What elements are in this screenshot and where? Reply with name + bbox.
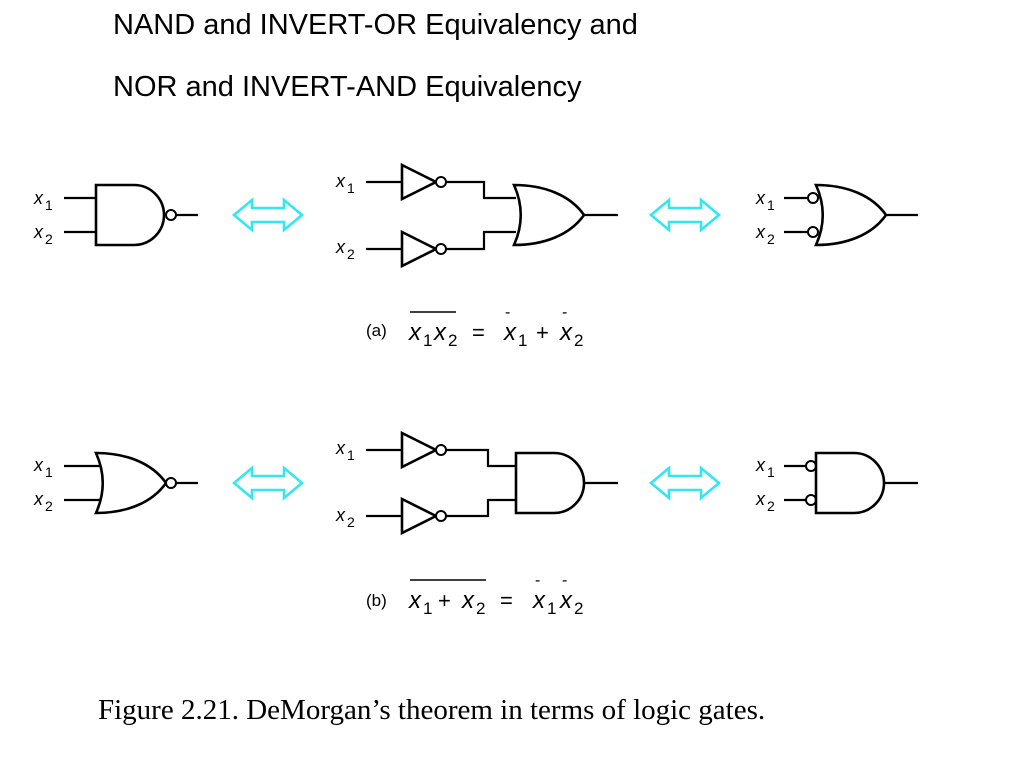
svg-text:x: x	[755, 489, 766, 509]
nand-input-label-2: x 2	[33, 222, 53, 247]
svg-text:x: x	[335, 171, 346, 191]
svg-text:x: x	[33, 222, 44, 242]
equation-a: (a) x 1 x 2 = - x 1 + - x 2	[366, 304, 583, 350]
svg-text:x: x	[33, 188, 44, 208]
svg-text:1: 1	[347, 180, 355, 196]
svg-text:=: =	[500, 588, 513, 613]
svg-text:2: 2	[574, 599, 583, 618]
svg-text:2: 2	[476, 599, 485, 618]
svg-text:x: x	[408, 587, 422, 614]
svg-text:2: 2	[347, 514, 355, 530]
svg-text:x: x	[559, 319, 573, 346]
svg-text:2: 2	[574, 331, 583, 350]
invert-or-input-label-1: x 1	[755, 188, 775, 213]
not-gate-icon	[366, 431, 516, 469]
equation-b: (b) x 1 + x 2 = - x 1 - x 2	[366, 572, 583, 618]
or-gate-icon	[512, 183, 618, 247]
invert-and-input-label-2: x 2	[755, 489, 775, 514]
svg-text:+: +	[438, 588, 451, 613]
double-arrow-icon	[232, 198, 304, 232]
double-arrow-icon	[232, 466, 304, 500]
svg-text:2: 2	[767, 231, 775, 247]
svg-text:1: 1	[423, 331, 432, 350]
svg-text:-: -	[562, 304, 567, 321]
inverter-input-label-2: x 2	[335, 505, 355, 530]
svg-text:2: 2	[45, 231, 53, 247]
svg-text:1: 1	[45, 197, 53, 213]
svg-text:1: 1	[767, 464, 775, 480]
double-arrow-icon	[649, 198, 721, 232]
nor-input-label-2: x 2	[33, 489, 53, 514]
svg-text:x: x	[503, 319, 517, 346]
title-line-2: NOR and INVERT-AND Equivalency	[113, 71, 582, 103]
svg-text:=: =	[472, 320, 485, 345]
svg-text:2: 2	[448, 331, 457, 350]
not-gate-icon	[366, 230, 516, 268]
svg-text:x: x	[532, 587, 546, 614]
inverter-input-label-2: x 2	[335, 237, 355, 262]
svg-text:x: x	[559, 587, 573, 614]
svg-text:x: x	[335, 237, 346, 257]
and-gate-icon	[514, 451, 618, 515]
svg-text:1: 1	[767, 197, 775, 213]
title-line-1: NAND and INVERT-OR Equivalency and	[113, 9, 638, 41]
invert-and-input-label-1: x 1	[755, 455, 775, 480]
inverter-input-label-1: x 1	[335, 171, 355, 196]
svg-text:(b): (b)	[366, 591, 387, 610]
svg-text:-: -	[562, 572, 567, 589]
svg-text:+: +	[536, 320, 549, 345]
svg-text:x: x	[33, 489, 44, 509]
svg-text:x: x	[755, 455, 766, 475]
svg-text:1: 1	[45, 464, 53, 480]
svg-text:2: 2	[767, 498, 775, 514]
svg-text:x: x	[433, 319, 447, 346]
or-gate-icon	[784, 183, 918, 247]
svg-text:-: -	[505, 304, 510, 321]
svg-text:1: 1	[347, 447, 355, 463]
svg-text:1: 1	[423, 599, 432, 618]
svg-text:2: 2	[347, 246, 355, 262]
svg-text:x: x	[335, 505, 346, 525]
nand-gate-icon	[64, 183, 198, 247]
inverter-input-label-1: x 1	[335, 438, 355, 463]
svg-text:2: 2	[45, 498, 53, 514]
not-gate-icon	[366, 497, 516, 535]
svg-text:x: x	[33, 455, 44, 475]
svg-text:(a): (a)	[366, 321, 387, 340]
and-gate-icon	[784, 451, 918, 515]
nor-gate-icon	[64, 451, 198, 515]
svg-text:x: x	[755, 222, 766, 242]
figure-caption: Figure 2.21. DeMorgan’s theorem in terms…	[98, 694, 766, 726]
double-arrow-icon	[649, 466, 721, 500]
svg-text:x: x	[461, 587, 475, 614]
svg-text:x: x	[408, 319, 422, 346]
svg-text:x: x	[755, 188, 766, 208]
nor-input-label-1: x 1	[33, 455, 53, 480]
nand-input-label-1: x 1	[33, 188, 53, 213]
svg-text:x: x	[335, 438, 346, 458]
not-gate-icon	[366, 163, 516, 201]
svg-text:-: -	[535, 572, 540, 589]
svg-text:1: 1	[518, 331, 527, 350]
invert-or-input-label-2: x 2	[755, 222, 775, 247]
svg-text:1: 1	[547, 599, 556, 618]
